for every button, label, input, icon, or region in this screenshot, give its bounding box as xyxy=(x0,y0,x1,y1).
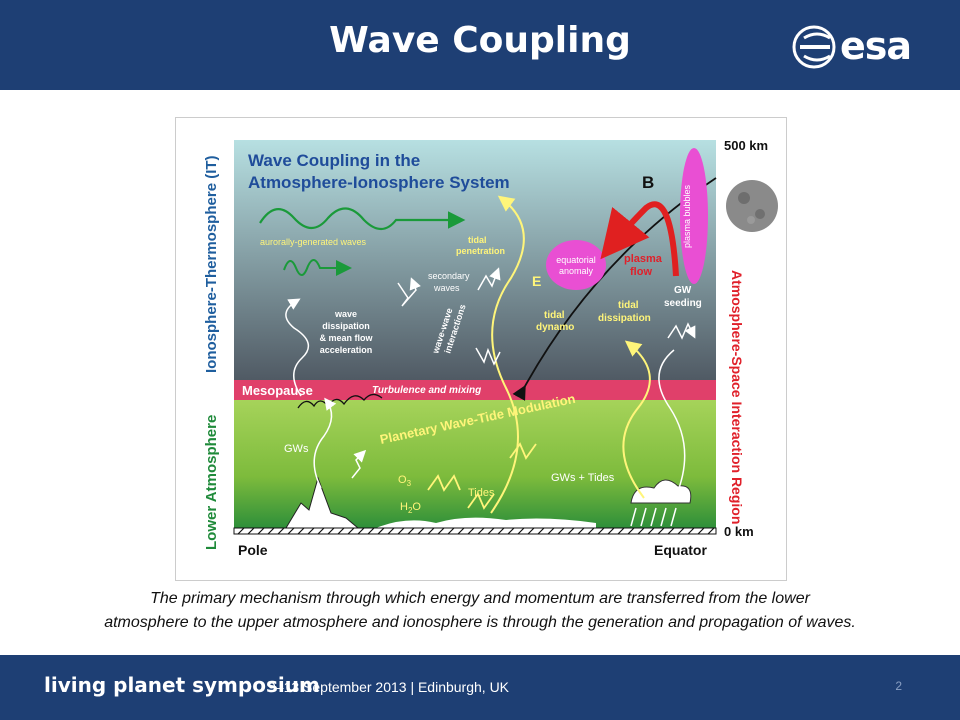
plasma-flow-label-2: flow xyxy=(630,266,652,278)
esa-logo: esa xyxy=(792,22,922,72)
gw-seeding-label-1: GW xyxy=(674,285,692,296)
left-axis-lower-label: Lower Atmosphere xyxy=(203,415,220,550)
auroral-waves-label: aurorally-generated waves xyxy=(260,237,367,247)
slide-header: Wave Coupling esa xyxy=(0,0,960,90)
tidal-penetration-label-1: tidal xyxy=(468,235,487,245)
secondary-waves-label-1: secondary xyxy=(428,271,470,281)
diagram-title-line2: Atmosphere-Ionosphere System xyxy=(248,173,510,192)
o3-label: O3 xyxy=(398,474,412,488)
e-field-label: E xyxy=(532,273,541,289)
moon-icon xyxy=(726,180,778,232)
wave-dissipation-label-3: & mean flow xyxy=(319,333,373,343)
tides-label: Tides xyxy=(468,487,495,499)
esa-logo-text: esa xyxy=(840,24,912,68)
equator-label: Equator xyxy=(654,542,707,558)
wave-dissipation-label-1: wave xyxy=(334,309,357,319)
slide-caption: The primary mechanism through which ener… xyxy=(20,587,940,635)
plasma-bubbles-label: plasma bubbles xyxy=(682,184,692,248)
plasma-bubbles-ellipse xyxy=(680,148,708,284)
gws-left-arrow-small xyxy=(351,449,367,479)
ground-line xyxy=(233,527,717,535)
tidal-dynamo-label-1: tidal xyxy=(544,310,565,321)
tidal-penetration-wave xyxy=(490,195,525,514)
caption-line-2: atmosphere to the upper atmosphere and i… xyxy=(104,614,856,631)
wave-dissipation-label-2: dissipation xyxy=(322,321,370,331)
equatorial-anomaly-label-1: equatorial xyxy=(556,255,596,265)
auroral-wave-small xyxy=(283,259,352,276)
wave-wave-arrow xyxy=(475,347,501,366)
equatorial-anomaly-label-2: anomaly xyxy=(559,266,594,276)
gw-seeding-arrow xyxy=(667,322,696,340)
altitude-bottom-label: 0 km xyxy=(724,524,754,539)
h2o-label: H2O xyxy=(400,501,421,515)
gw-upward-arrow xyxy=(658,349,686,497)
mesopause-band xyxy=(234,380,716,400)
tidal-dissipation-wave xyxy=(622,340,651,499)
terrain-shape xyxy=(376,517,596,528)
tidal-dynamo-label-2: dynamo xyxy=(536,322,574,333)
wave-coupling-diagram: Ionosphere-Thermosphere (IT) Lower Atmos… xyxy=(175,117,787,581)
secondary-waves-label-2: waves xyxy=(433,283,460,293)
gw-seeding-label-2: seeding xyxy=(664,298,702,309)
plasma-flow-label-1: plasma xyxy=(624,253,663,265)
slide-footer: living planet symposium 9–13 September 2… xyxy=(0,655,960,720)
footer-brand: living planet symposium xyxy=(44,673,320,697)
gws-left-arrow xyxy=(313,397,337,489)
wave-dissipation-arrow xyxy=(285,298,310,397)
tides-wave-symbol-1 xyxy=(427,474,461,492)
tidal-penetration-label-2: penetration xyxy=(456,246,505,256)
secondary-wave-arrow-1 xyxy=(397,277,421,307)
wave-dissipation-label-4: acceleration xyxy=(320,345,373,355)
tides-wave-symbol-3 xyxy=(509,442,537,460)
gws-tides-label: GWs + Tides xyxy=(551,472,615,484)
auroral-wave-large xyxy=(259,207,466,231)
footer-event-info: 9–13 September 2013 | Edinburgh, UK xyxy=(268,679,510,695)
mesopause-label: Mesopause xyxy=(242,383,313,398)
b-field-label: B xyxy=(642,173,654,192)
tides-wave-symbol-2 xyxy=(467,492,495,510)
turbulence-label: Turbulence and mixing xyxy=(372,385,481,396)
altitude-top-label: 500 km xyxy=(724,138,768,153)
caption-line-1: The primary mechanism through which ener… xyxy=(150,590,810,607)
diagram-title-line1: Wave Coupling in the xyxy=(248,151,420,170)
mountain-shape xyxy=(285,476,360,529)
slide-title: Wave Coupling xyxy=(329,20,631,61)
diagram-svg: Ionosphere-Thermosphere (IT) Lower Atmos… xyxy=(203,138,778,558)
equatorial-anomaly-ellipse xyxy=(546,240,606,290)
right-axis-label: Atmosphere-Space Interaction Region xyxy=(729,270,745,524)
left-axis-upper-label: Ionosphere-Thermosphere (IT) xyxy=(203,155,220,373)
pole-label: Pole xyxy=(238,542,268,558)
gws-label: GWs xyxy=(284,443,309,455)
plasma-flow-arrow xyxy=(600,201,679,277)
tidal-dissipation-label-1: tidal xyxy=(618,300,639,311)
esa-logo-icon xyxy=(792,25,836,69)
page-number: 2 xyxy=(895,679,902,693)
tidal-dissipation-label-2: dissipation xyxy=(598,313,651,324)
secondary-wave-arrow-2 xyxy=(477,267,501,291)
